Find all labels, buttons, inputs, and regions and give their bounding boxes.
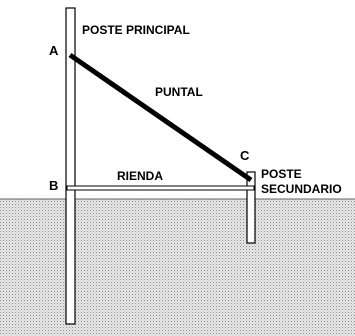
point-a-label: A [49, 43, 59, 58]
label-poste-secundario-2: SECUNDARIO [261, 182, 342, 196]
puntal-strut [68, 52, 253, 183]
rienda-wire [66, 185, 255, 191]
label-rienda: RIENDA [117, 169, 163, 183]
label-puntal: PUNTAL [155, 85, 203, 99]
label-poste-secundario-1: POSTE [261, 167, 302, 181]
point-c-label: C [240, 148, 250, 163]
secondary-pole [246, 171, 256, 244]
ground [0, 199, 355, 336]
main-pole [65, 7, 76, 325]
label-poste-principal: POSTE PRINCIPAL [82, 23, 190, 37]
point-b-label: B [49, 178, 58, 193]
